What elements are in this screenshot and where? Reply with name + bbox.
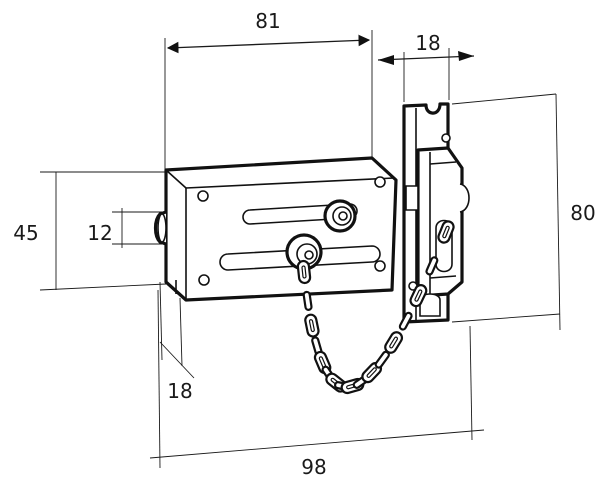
label-knob-height: 12 [87,221,112,245]
dimension-keeper-height: 80 [451,93,596,331]
label-depth: 18 [167,379,192,403]
label-keeper-height: 80 [570,201,595,225]
screw-hole-icon [197,190,209,202]
chain-link-icon [374,350,390,369]
chain-link-hole [301,265,307,279]
chain-link-hole [414,289,423,302]
screw-hole-icon [198,274,210,286]
label-lock-height: 45 [13,221,38,245]
chain-link-hole [308,319,315,333]
dimension-lock-width: 81 [164,9,373,170]
screw-hole-icon [441,133,451,143]
chain-link-icon [302,290,313,311]
chain-link-icon [425,256,439,276]
chain-link-hole [389,336,399,349]
dimension-keeper-width: 18 [377,31,475,102]
chain-link-hole [366,367,377,378]
screw-hole-icon [374,176,386,188]
chain-link-icon [398,311,413,331]
label-lock-width: 81 [255,9,280,33]
chain [296,220,455,395]
dimension-lock-height: 45 [13,171,167,291]
chain-link-hole [442,225,450,239]
lock-body [153,156,398,302]
screw-hole-icon [374,260,386,272]
dimension-overall-width: 98 [149,289,485,479]
label-keeper-width: 18 [415,31,440,55]
dimension-depth: 18 [159,281,195,403]
dimension-knob-height: 12 [87,208,162,248]
keeper-plate [402,102,470,324]
label-overall-width: 98 [301,455,326,479]
